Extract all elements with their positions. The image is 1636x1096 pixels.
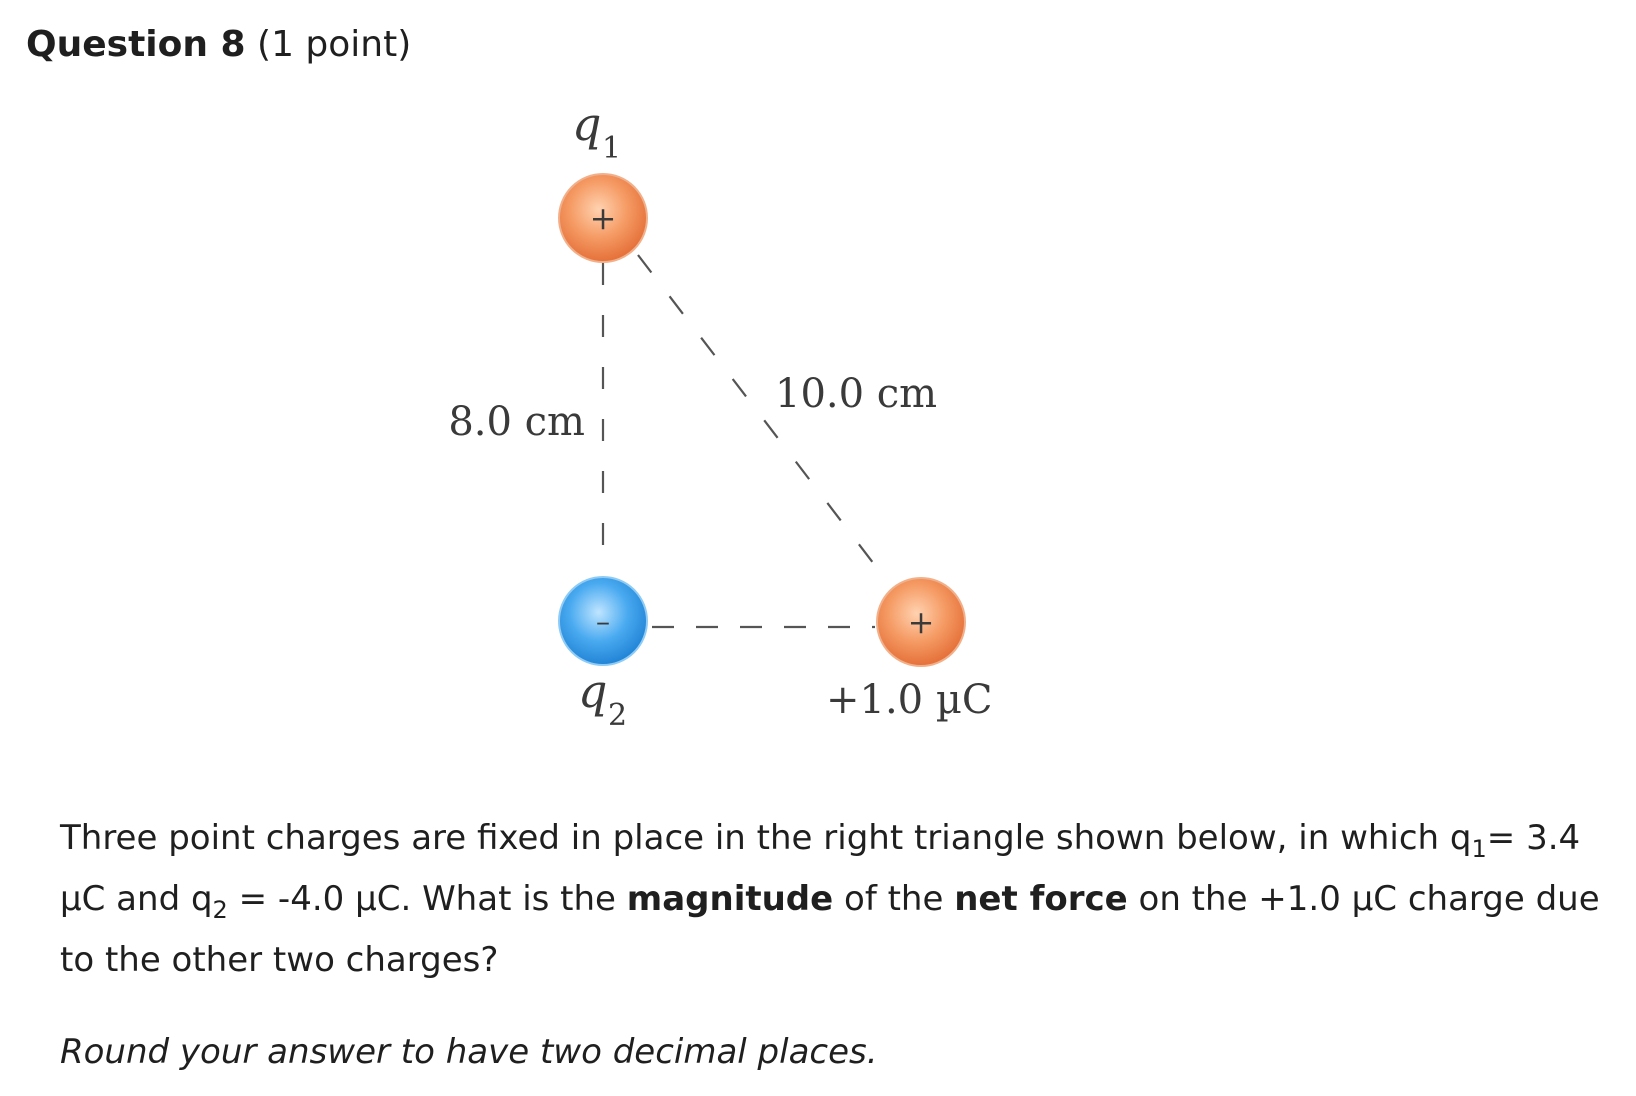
charge-triangle-svg: q 1 + – + 8.0 cm 10.0 cm q 2 +1.0 µC [448, 97, 992, 733]
rounding-instruction: Round your answer to have two decimal pl… [60, 1032, 878, 1072]
question-title: Question 8 [26, 24, 246, 65]
question-text-part: = -4.0 µC. What is the [227, 879, 627, 919]
q2-subscript: 2 [608, 698, 627, 733]
q3-sign: + [908, 603, 935, 641]
q2-charge: – [558, 576, 648, 666]
q3-label: +1.0 µC [826, 677, 992, 723]
hypotenuse-label: 10.0 cm [775, 371, 937, 417]
vertical-side-label: 8.0 cm [448, 399, 585, 445]
q2-label: q [578, 664, 607, 718]
q3-charge: + [876, 577, 966, 667]
question-text-part: = 3.4 µC and q [60, 818, 1581, 919]
q2-subscript-text: 2 [212, 896, 228, 924]
q1-subscript: 1 [602, 131, 621, 166]
emphasis-net-force: net force [954, 879, 1128, 919]
question-text: Three point charges are fixed in place i… [60, 808, 1600, 991]
question-points: (1 point) [257, 24, 412, 65]
q1-sign: + [590, 199, 617, 237]
question-paragraph: Three point charges are fixed in place i… [60, 808, 1600, 991]
question-text-part: on the +1.0 µC charge due to the other t… [60, 879, 1600, 980]
question-text-part: of the [833, 879, 955, 919]
hypotenuse-line [637, 254, 891, 586]
q1-label: q [572, 97, 601, 151]
q1-charge: + [558, 173, 648, 263]
q2-sign: – [596, 605, 610, 638]
q1-subscript-text: 1 [1471, 835, 1487, 863]
question-header: Question 8 (1 point) [26, 22, 411, 68]
emphasis-magnitude: magnitude [626, 879, 834, 919]
charge-triangle-figure: q 1 + – + 8.0 cm 10.0 cm q 2 +1.0 µC [430, 95, 1070, 775]
question-text-part: Three point charges are fixed in place i… [60, 818, 1472, 858]
